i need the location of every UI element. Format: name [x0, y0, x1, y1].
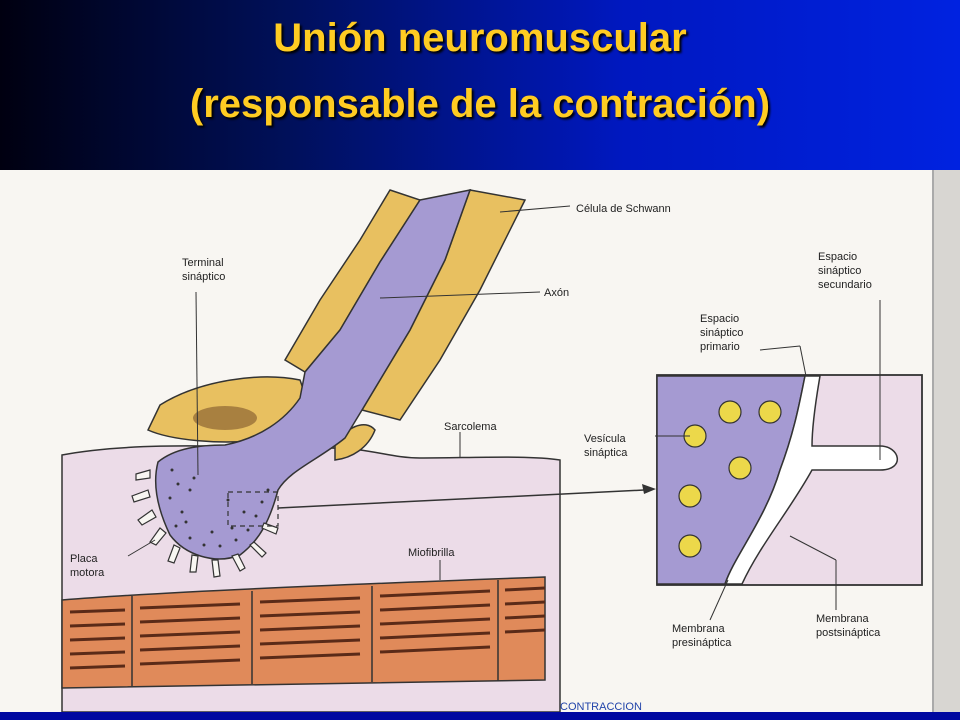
label-espacio-primario-2: sináptico [700, 327, 743, 339]
schwann-nucleus [193, 406, 257, 430]
label-vesicula-1: Vesícula [584, 433, 626, 445]
axon [154, 189, 472, 560]
synaptic-cleft [723, 375, 899, 585]
zoom-arrowhead [642, 484, 656, 494]
label-terminal-1: Terminal [182, 257, 224, 269]
label-membrana-pre-2: presináptica [672, 637, 732, 649]
diagram-svg: Célula de Schwann Terminal sináptico Axó… [61, 170, 960, 713]
label-espacio-secundario-1: Espacio [818, 251, 857, 263]
enlarged-vesicles [678, 400, 782, 558]
slide-title-line-2: (responsable de la contración) [189, 82, 771, 126]
neuromuscular-junction-figure: Célula de Schwann Terminal sináptico Axó… [0, 170, 960, 713]
slide-header [0, 0, 960, 170]
myofibril [61, 576, 546, 689]
label-sarcolema: Sarcolema [444, 421, 497, 433]
leader-lines [127, 205, 881, 621]
myofibril-bands [69, 586, 546, 670]
zoom-arrow [277, 489, 645, 509]
label-placa-1: Placa [70, 553, 98, 565]
label-placa-2: motora [70, 567, 105, 579]
z-lines [131, 580, 499, 686]
label-membrana-pre-1: Membrana [672, 623, 725, 635]
zoom-selection-box [227, 491, 279, 527]
label-espacio-primario-3: primario [700, 341, 740, 353]
label-vesicula-2: sináptica [584, 447, 628, 459]
label-axon: Axón [544, 287, 569, 299]
enlargement-box [656, 374, 923, 586]
label-espacio-secundario-3: secundario [818, 279, 872, 291]
slide-bottom-bar [0, 712, 960, 720]
label-terminal-2: sináptico [182, 271, 225, 283]
label-espacio-secundario-2: sináptico [818, 265, 861, 277]
page-edge [932, 170, 960, 712]
label-schwann-cell: Célula de Schwann [576, 203, 671, 215]
slide-title-line-1: Unión neuromuscular [273, 16, 687, 60]
label-footer-contraccion: CONTRACCION [560, 701, 642, 712]
label-membrana-post-2: postsináptica [816, 627, 881, 639]
label-miofibrilla: Miofibrilla [408, 547, 455, 559]
terminal-vesicles [168, 468, 270, 548]
label-membrana-post-1: Membrana [816, 613, 869, 625]
label-espacio-primario-1: Espacio [700, 313, 739, 325]
